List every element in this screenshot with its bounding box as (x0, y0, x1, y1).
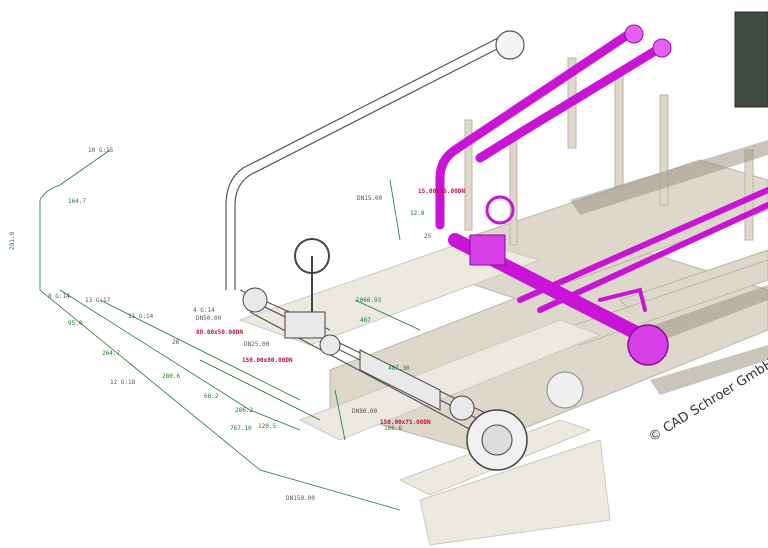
dn-label: DN15.00 (357, 195, 383, 202)
magenta-pipe-run (435, 27, 768, 352)
weld-tag: 13 G:17 (85, 297, 111, 304)
weld-tag: 10 G:15 (88, 147, 114, 154)
dim-label: 467 (360, 317, 371, 324)
weld-tag: 11 G:14 (128, 313, 154, 320)
dimension-lines (39, 149, 421, 511)
dn-label: DN150.00 (286, 495, 315, 502)
magenta-flange-1 (624, 24, 644, 44)
dim-label: 767.10 (230, 425, 252, 432)
weld-tag: 25 (424, 233, 432, 240)
weld-tag: 26 (172, 339, 180, 346)
dim-label: 68.2 (204, 393, 219, 400)
dim-label: 487.30 (388, 365, 410, 372)
magenta-valve (469, 234, 506, 266)
dim-label: 106.6 (384, 425, 402, 432)
reducer-callout: 15.00x15.00DN (418, 188, 465, 195)
control-panel (734, 11, 768, 108)
dim-label: 12.8 (410, 210, 425, 217)
dim-label: 1066.93 (356, 297, 382, 304)
reducer-callout: 80.00x50.00DN (196, 329, 243, 336)
reducer-callout: 150.00x75.00DN (380, 419, 431, 426)
dim-label: 264.7 (102, 350, 120, 357)
weld-tag: 4 G:14 (193, 307, 215, 314)
dim-label: 95.0 (68, 320, 83, 327)
frame-dark-shade (570, 140, 768, 395)
dn-label: DN25.00 (244, 341, 270, 348)
dim-label: 120.5 (258, 423, 276, 430)
dim-label: 280.6 (162, 373, 180, 380)
dim-label: 164.7 (68, 198, 86, 205)
weld-tag: 12 G:18 (110, 379, 136, 386)
magenta-flange-big (627, 324, 669, 366)
flange-top-grey (495, 30, 525, 60)
reducer-callout: 150.00x80.00DN (242, 357, 293, 364)
dn-label: DN50.00 (196, 315, 222, 322)
flange-ghost (546, 371, 584, 409)
magenta-flange-2 (652, 38, 672, 58)
magenta-handwheel (485, 195, 515, 225)
dim-label: 291.9 (9, 232, 16, 250)
dn-label: DN80.00 (352, 408, 378, 415)
dim-label: 286.2 (235, 407, 253, 414)
weld-tag: 8 G:14 (48, 293, 70, 300)
grey-valve-body (242, 287, 475, 421)
